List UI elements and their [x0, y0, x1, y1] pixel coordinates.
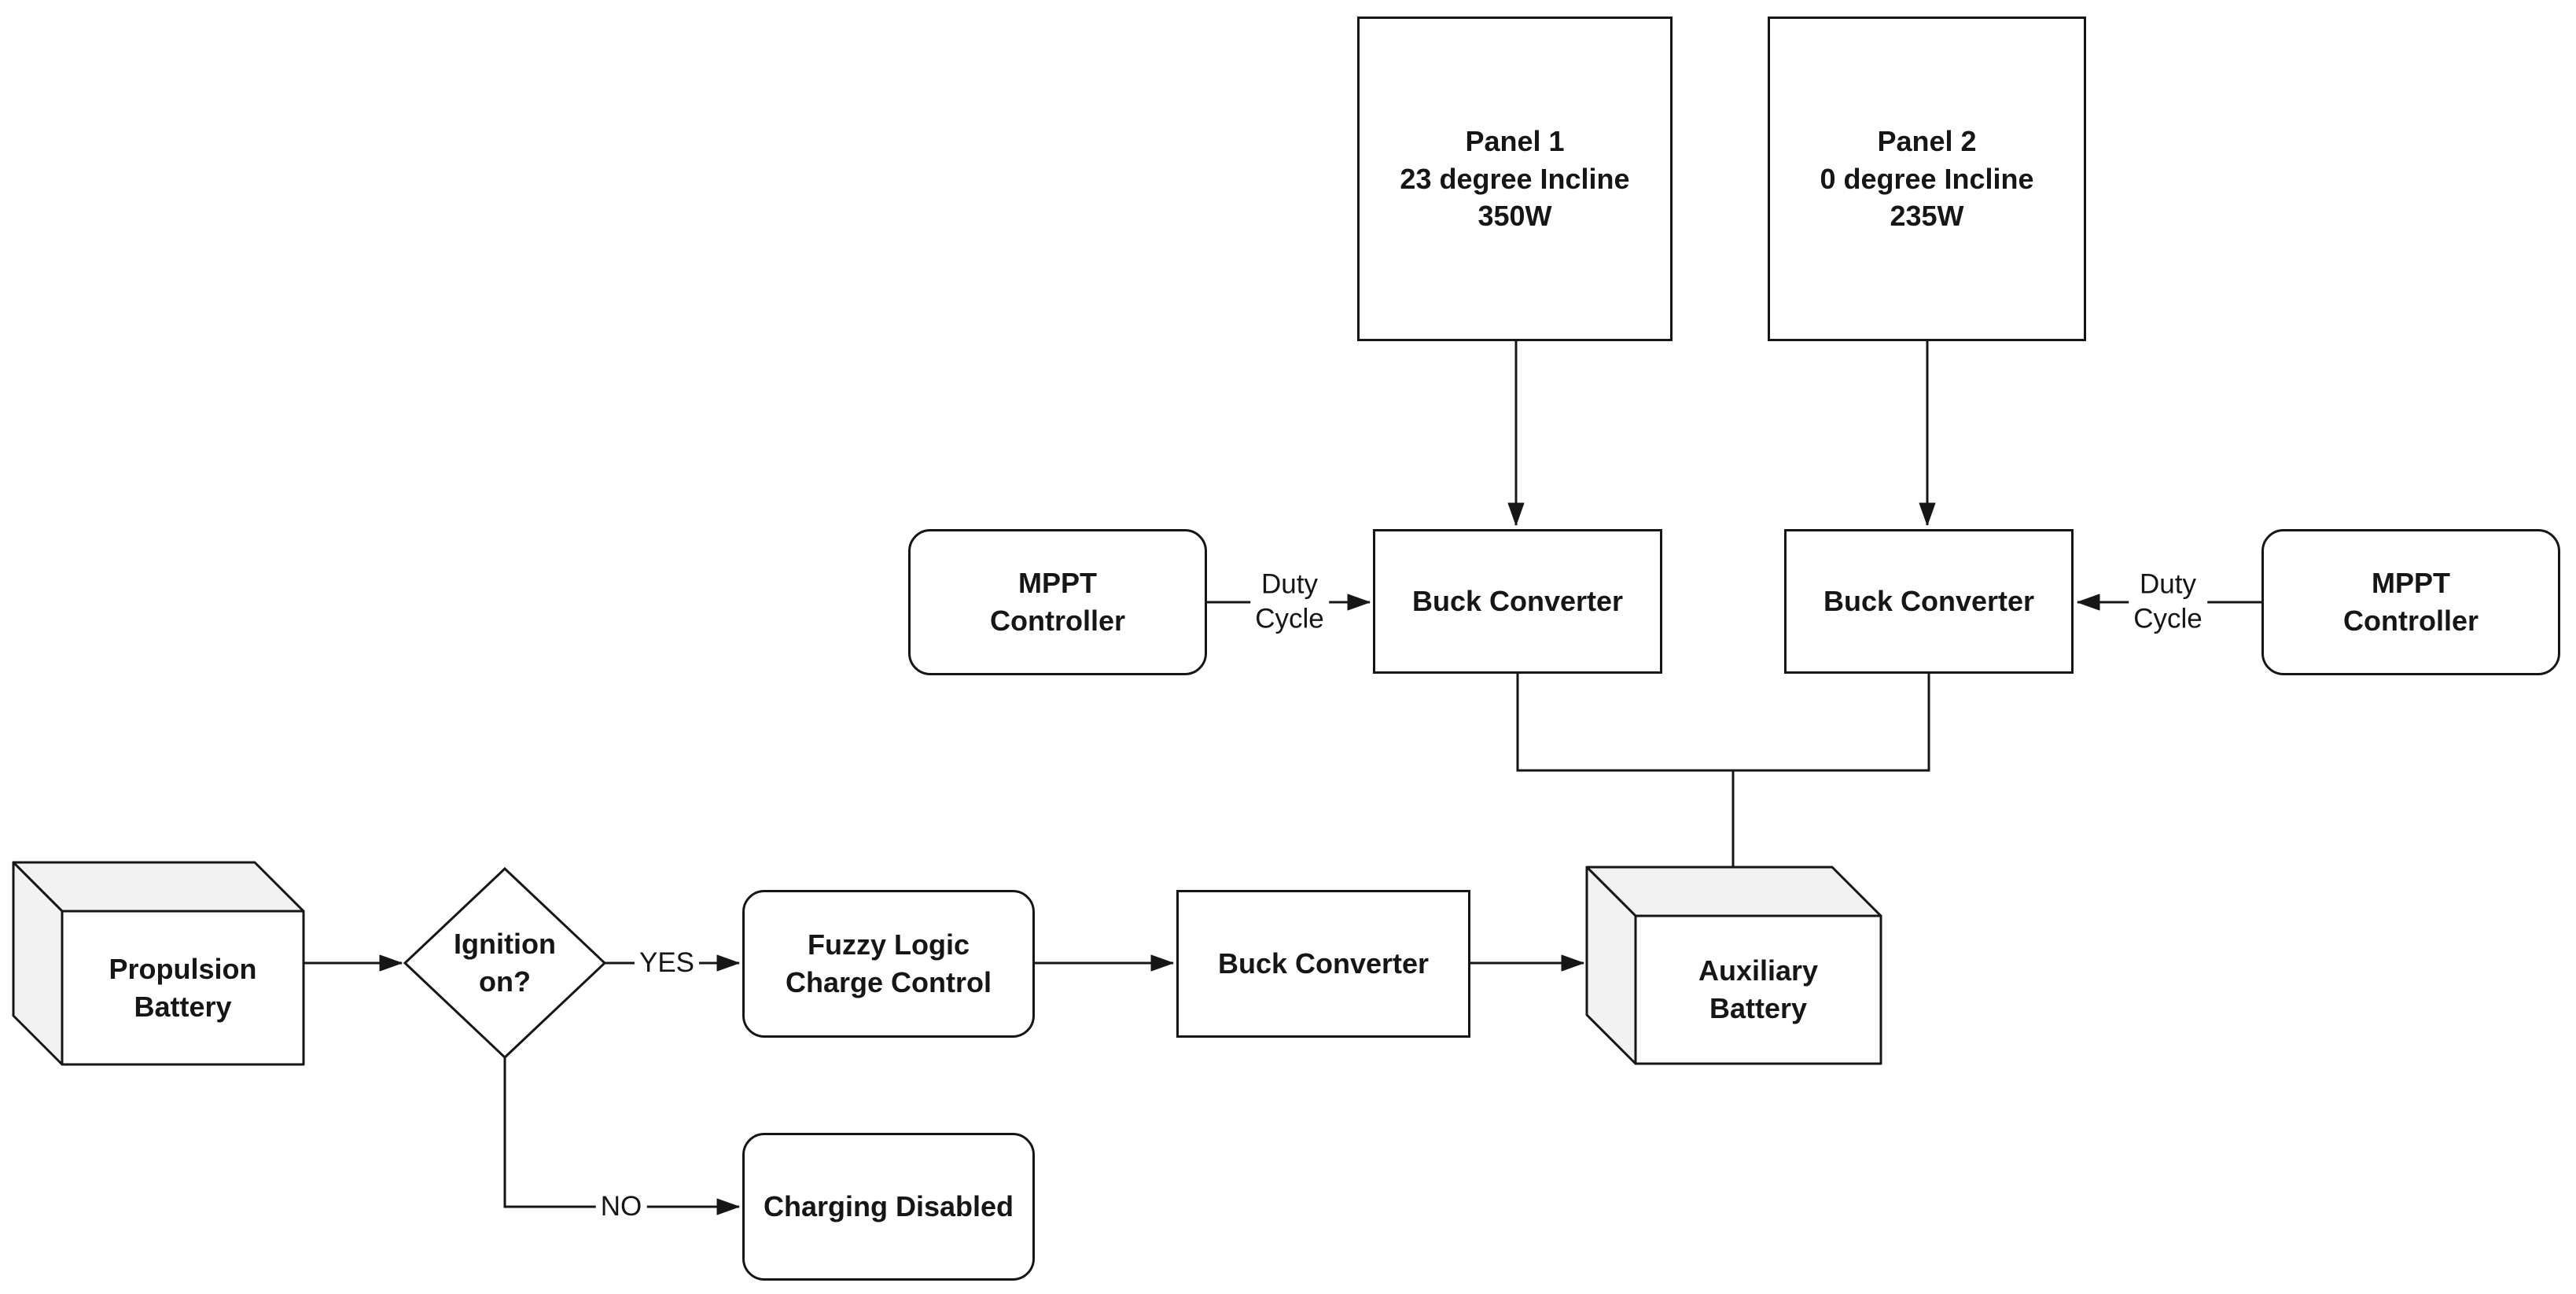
yes-edge-label: YES: [634, 944, 700, 982]
charging-disabled-label: Charging Disabled: [763, 1190, 1014, 1223]
buck-converter-1-label: Buck Converter: [1411, 585, 1624, 618]
edge-buck-merge: [1516, 674, 1930, 772]
charging-disabled-node: Charging Disabled: [742, 1133, 1035, 1281]
auxiliary-battery-front-face: [1634, 914, 1882, 1065]
mppt-controller-left-label: MPPT Controller: [989, 567, 1125, 637]
auxiliary-battery-shape: [1585, 866, 1882, 1065]
buck-converter-2-node: Buck Converter: [1784, 529, 2074, 674]
no-edge-label: NO: [595, 1188, 647, 1226]
fuzzy-logic-label: Fuzzy Logic Charge Control: [785, 928, 992, 998]
auxiliary-battery-top-face: [1585, 866, 1882, 917]
panel2-label: Panel 2 0 degree Incline 235W: [1820, 125, 2034, 233]
propulsion-battery-label: Propulsion Battery: [109, 952, 257, 1023]
buck-converter-3-label: Buck Converter: [1217, 947, 1430, 980]
duty-cycle-left-edge-label: Duty Cycle: [1250, 565, 1329, 638]
mppt-controller-right-label: MPPT Controller: [2342, 567, 2478, 637]
edge-ignition-no-to-charging-disabled: [503, 1057, 740, 1215]
auxiliary-battery-label: Auxiliary Battery: [1698, 954, 1819, 1024]
propulsion-battery-top-face: [12, 861, 305, 913]
buck-converter-1-node: Buck Converter: [1373, 529, 1662, 674]
ignition-decision-label: Ignition on?: [454, 928, 556, 998]
panel1-node: Panel 1 23 degree Incline 350W: [1357, 17, 1673, 341]
panel1-label: Panel 1 23 degree Incline 350W: [1400, 125, 1630, 233]
buck-converter-3-node: Buck Converter: [1176, 890, 1470, 1038]
mppt-controller-left-node: MPPT Controller: [908, 529, 1207, 675]
mppt-controller-right-node: MPPT Controller: [2261, 529, 2560, 675]
panel2-node: Panel 2 0 degree Incline 235W: [1768, 17, 2086, 341]
fuzzy-logic-node: Fuzzy Logic Charge Control: [742, 890, 1035, 1038]
propulsion-battery-front-face: [61, 910, 305, 1066]
duty-cycle-right-edge-label: Duty Cycle: [2129, 565, 2207, 638]
propulsion-battery-shape: [12, 861, 305, 1066]
ignition-decision-shape: [403, 866, 607, 1060]
buck-converter-2-label: Buck Converter: [1823, 585, 2035, 618]
